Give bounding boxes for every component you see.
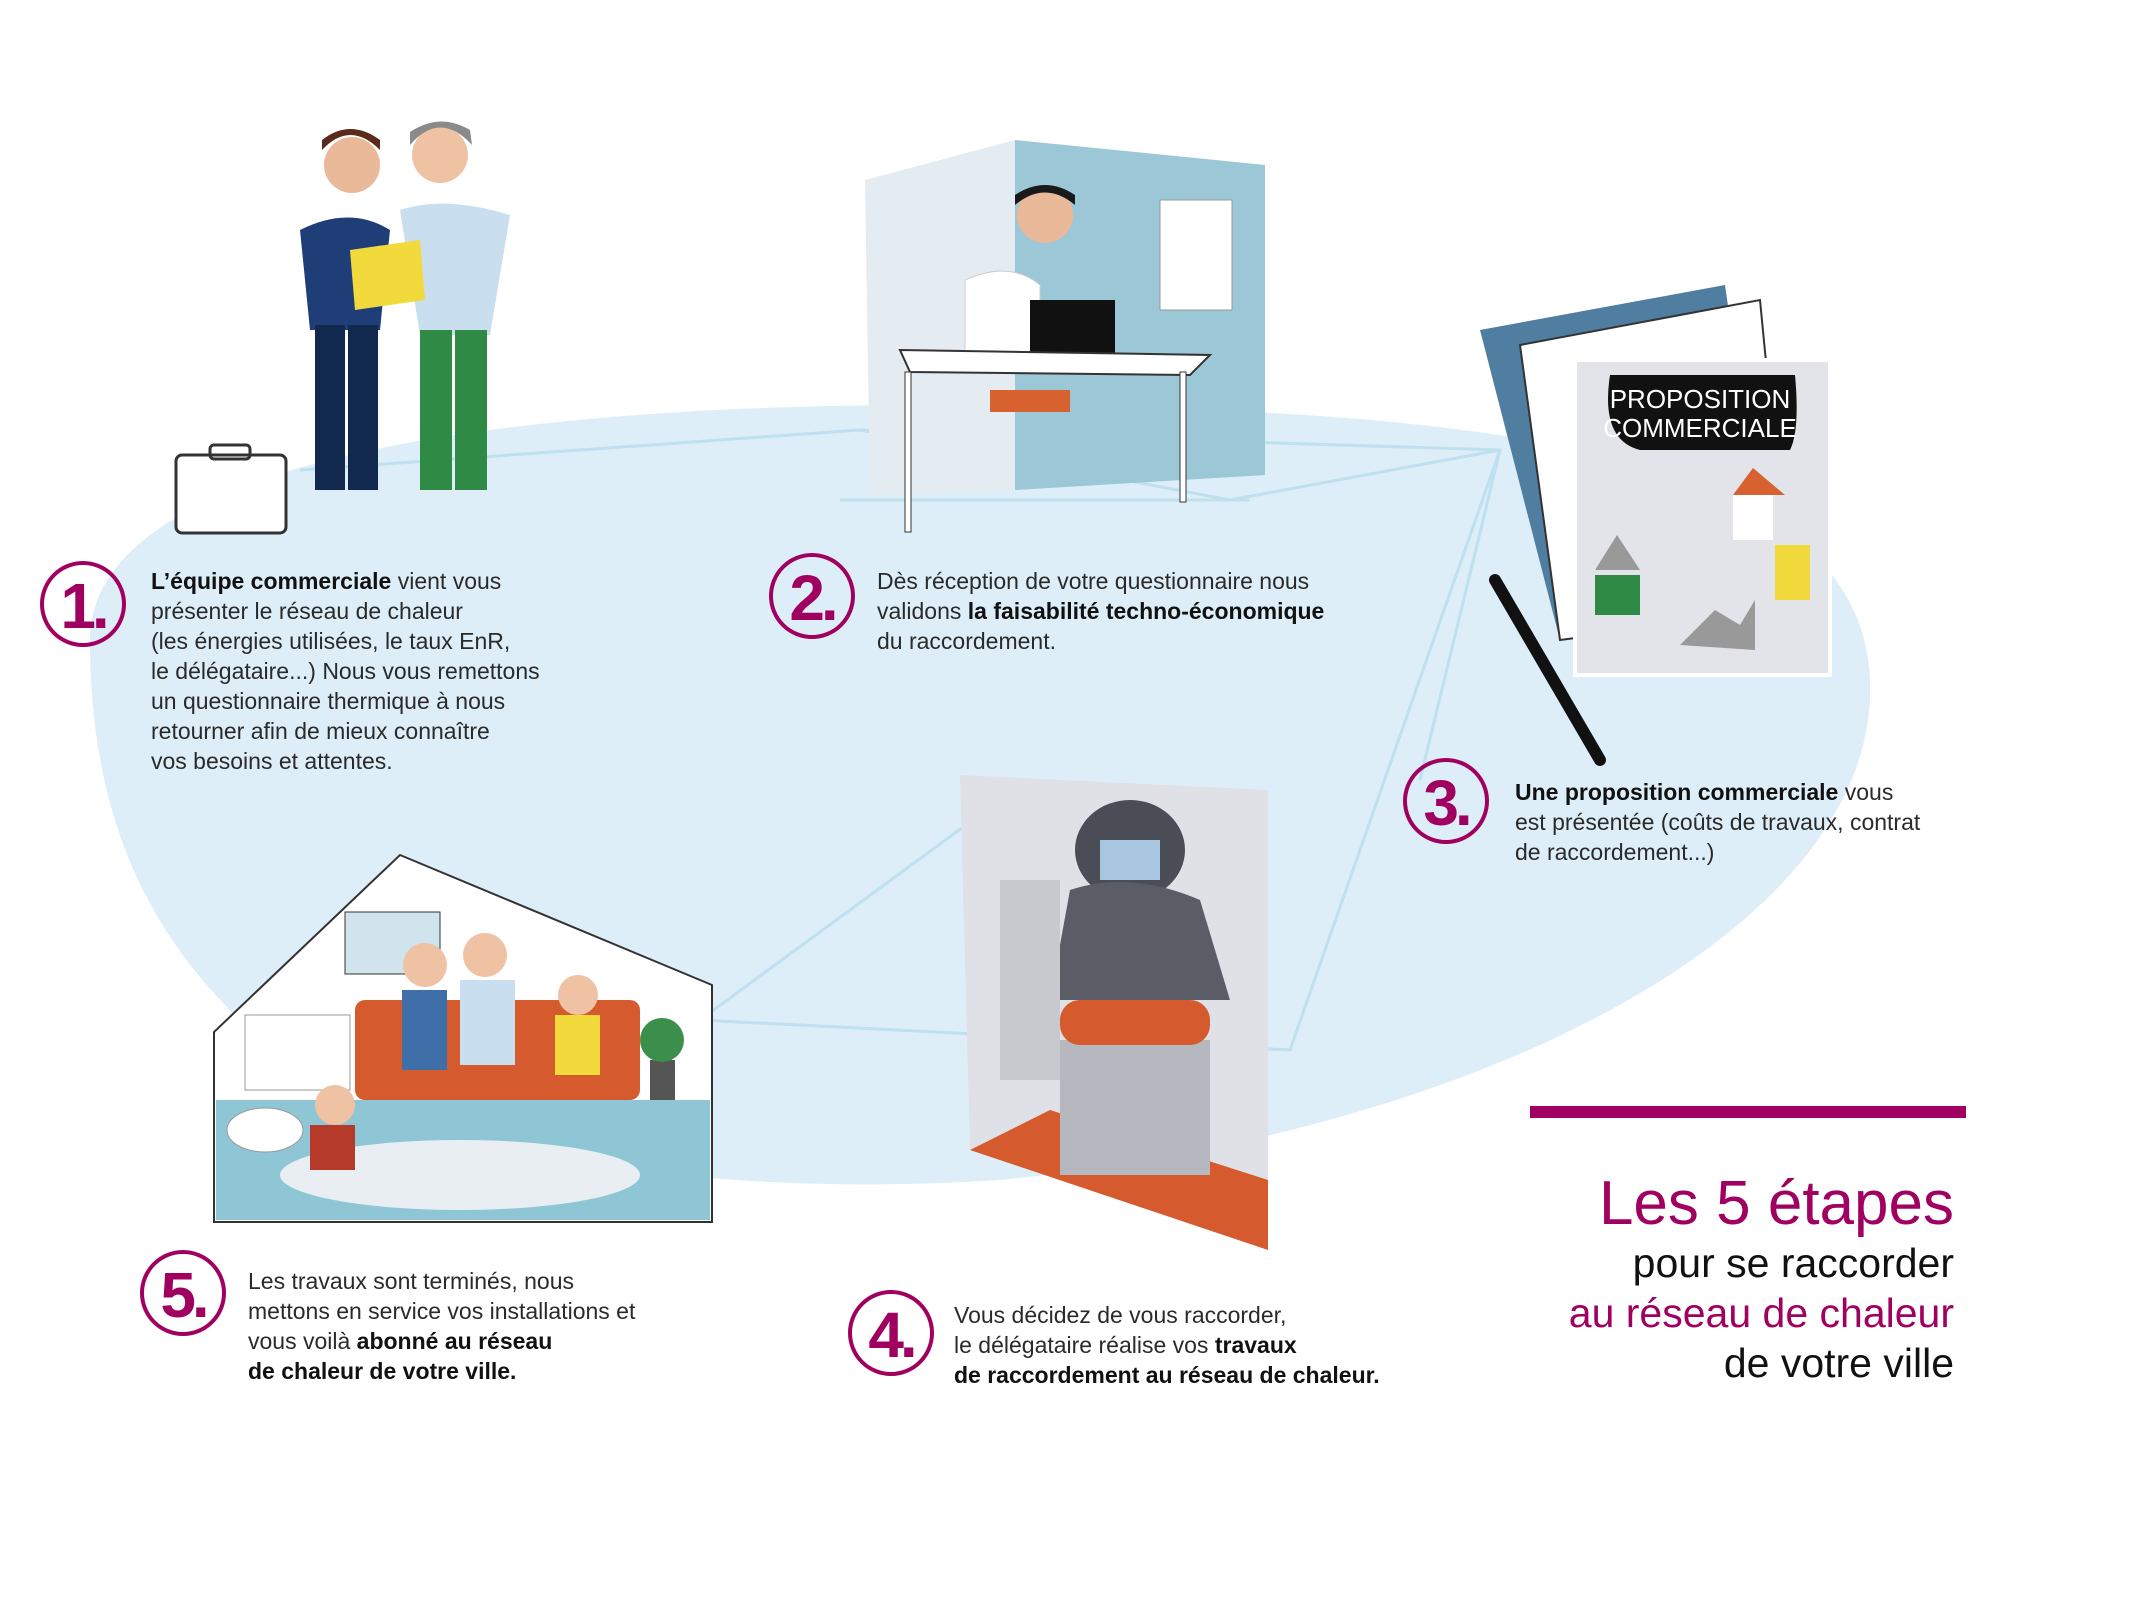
text-segment: retourner afin de mieux connaître	[151, 718, 490, 744]
description-line: du raccordement.	[877, 626, 1324, 656]
title-line-3: au réseau de chaleur	[1568, 1290, 1954, 1336]
title-accent-bar	[1530, 1106, 1966, 1118]
emphasis-text: L’équipe commerciale	[151, 568, 392, 594]
emphasis-text: abonné au réseau	[356, 1328, 553, 1354]
description-line: de raccordement au réseau de chaleur.	[954, 1360, 1380, 1390]
description-line: Une proposition commerciale vous	[1515, 777, 1920, 807]
title-line-4: de votre ville	[1723, 1340, 1954, 1386]
emphasis-text: de chaleur de votre ville.	[248, 1358, 517, 1384]
text-segment: mettons en service vos installations et	[248, 1298, 636, 1324]
description-line: L’équipe commerciale vient vous	[151, 566, 540, 596]
step-number-badge: 5.	[140, 1250, 226, 1336]
emphasis-text: travaux	[1214, 1332, 1297, 1358]
text-segment: validons	[877, 598, 968, 624]
text-segment: vos besoins et attentes.	[151, 748, 393, 774]
step-description: Dès réception de votre questionnaire nou…	[877, 566, 1324, 656]
proposal-title-line2: COMMERCIALE	[1603, 413, 1797, 443]
text-segment: du raccordement.	[877, 628, 1056, 654]
commercial-proposal-illustration: PROPOSITION COMMERCIALE	[1480, 285, 1832, 766]
text-segment: Dès réception de votre questionnaire nou…	[877, 568, 1310, 594]
description-line: Dès réception de votre questionnaire nou…	[877, 566, 1324, 596]
emphasis-text: Une proposition commerciale	[1515, 779, 1839, 805]
text-segment: présenter le réseau de chaleur	[151, 598, 463, 624]
description-line: de raccordement...)	[1515, 837, 1920, 867]
emphasis-text: de raccordement au réseau de chaleur.	[954, 1362, 1380, 1388]
step-number-badge: 3.	[1403, 758, 1489, 844]
step-number-badge: 2.	[769, 553, 855, 639]
text-segment: vient vous	[391, 568, 502, 594]
description-line: Vous décidez de vous raccorder,	[954, 1300, 1380, 1330]
description-line: mettons en service vos installations et	[248, 1296, 635, 1326]
text-segment: Vous décidez de vous raccorder,	[954, 1302, 1287, 1328]
description-line: présenter le réseau de chaleur	[151, 596, 540, 626]
page-title: Les 5 étapes pour se raccorder au réseau…	[1569, 1170, 1954, 1388]
description-line: vos besoins et attentes.	[151, 746, 540, 776]
step-number-badge: 1.	[40, 561, 126, 647]
step-description: Les travaux sont terminés, nous mettons e…	[248, 1266, 635, 1386]
description-line: est présentée (coûts de travaux, contrat	[1515, 807, 1920, 837]
description-line: Les travaux sont terminés, nous	[248, 1266, 635, 1296]
step-number-badge: 4.	[848, 1290, 934, 1376]
description-line: un questionnaire thermique à nous	[151, 686, 540, 716]
description-line: vous voilà abonné au réseau	[248, 1326, 635, 1356]
text-segment: Les travaux sont terminés, nous	[248, 1268, 574, 1294]
sales-team-illustration	[174, 121, 510, 535]
text-segment: (les énergies utilisées, le taux EnR,	[151, 628, 511, 654]
office-illustration	[865, 140, 1265, 533]
description-line: (les énergies utilisées, le taux EnR,	[151, 626, 540, 656]
emphasis-text: la faisabilité techno-économique	[967, 598, 1325, 624]
text-segment: le délégataire...) Nous vous remettons	[151, 658, 540, 684]
description-line: validons la faisabilité techno-économiqu…	[877, 596, 1324, 626]
description-line: le délégataire...) Nous vous remettons	[151, 656, 540, 686]
description-line: le délégataire réalise vos travaux	[954, 1330, 1380, 1360]
text-segment: vous	[1838, 779, 1894, 805]
text-segment: est présentée (coûts de travaux, contrat	[1515, 809, 1921, 835]
proposal-title-line1: PROPOSITION	[1610, 384, 1791, 414]
text-segment: de raccordement...)	[1515, 839, 1715, 865]
title-line-2: pour se raccorder	[1632, 1240, 1954, 1286]
welder-illustration	[960, 775, 1268, 1250]
step-description: Vous décidez de vous raccorder,le déléga…	[954, 1300, 1380, 1390]
family-home-illustration	[213, 853, 713, 1223]
description-line: de chaleur de votre ville.	[248, 1356, 635, 1386]
text-segment: un questionnaire thermique à nous	[151, 688, 506, 714]
title-line-1: Les 5 étapes	[1598, 1169, 1954, 1238]
text-segment: vous voilà	[248, 1328, 357, 1354]
text-segment: le délégataire réalise vos	[954, 1332, 1215, 1358]
description-line: retourner afin de mieux connaître	[151, 716, 540, 746]
